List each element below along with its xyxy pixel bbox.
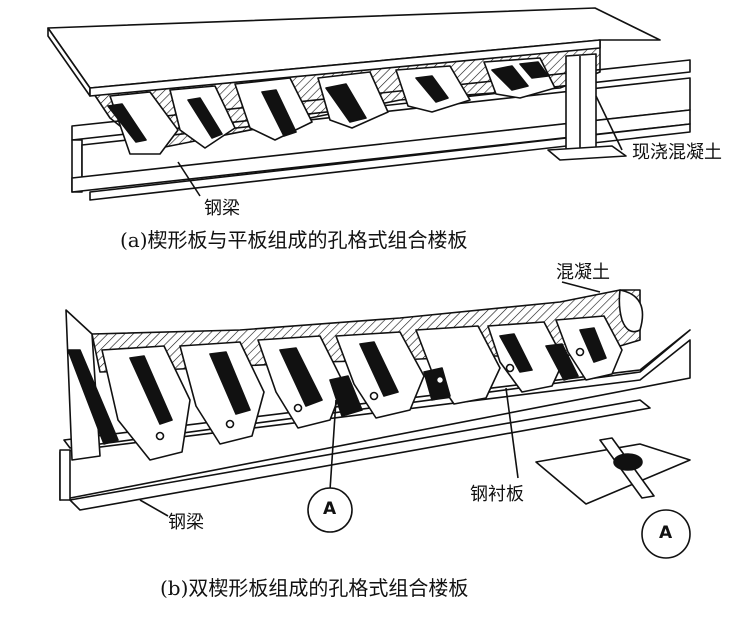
figure-b-leader-detail — [329, 399, 337, 491]
detail-a-marker-letter: A — [323, 499, 337, 519]
figure-b-end-cap — [618, 289, 644, 333]
label-concrete: 混凝土 — [556, 262, 610, 283]
figure-b-drawing — [59, 281, 691, 559]
label-steel-beam-b: 钢梁 — [168, 512, 204, 533]
figure-b-leader-steel-beam — [139, 499, 169, 517]
detail-a-view-circle — [641, 509, 691, 559]
figure-a-wedge-plates — [107, 57, 556, 155]
figure-a-leader-cast-concrete — [595, 95, 623, 151]
figure-a-cast-column — [547, 53, 627, 161]
figure-a-flat-slab — [47, 7, 661, 97]
label-cast-concrete: 现浇混凝土 — [632, 142, 722, 163]
label-steel-lining-plate: 钢衬板 — [470, 484, 524, 505]
caption-figure-b: (b)双楔形板组成的孔格式组合楼板 — [160, 576, 469, 600]
label-steel-beam-a: 钢梁 — [204, 198, 240, 219]
figure-b-leader-concrete — [561, 281, 601, 293]
figure-b-leader-lining — [505, 387, 519, 479]
detail-a-view-letter: A — [659, 523, 673, 543]
figure-a-drawing — [47, 7, 691, 201]
figure-b-wedge-cells — [67, 315, 623, 461]
detail-a-view — [535, 437, 691, 559]
detail-a-marker-circle — [307, 487, 353, 533]
caption-figure-a: (a)楔形板与平板组成的孔格式组合楼板 — [120, 228, 468, 252]
figure-a-leader-steel-beam — [177, 161, 201, 197]
